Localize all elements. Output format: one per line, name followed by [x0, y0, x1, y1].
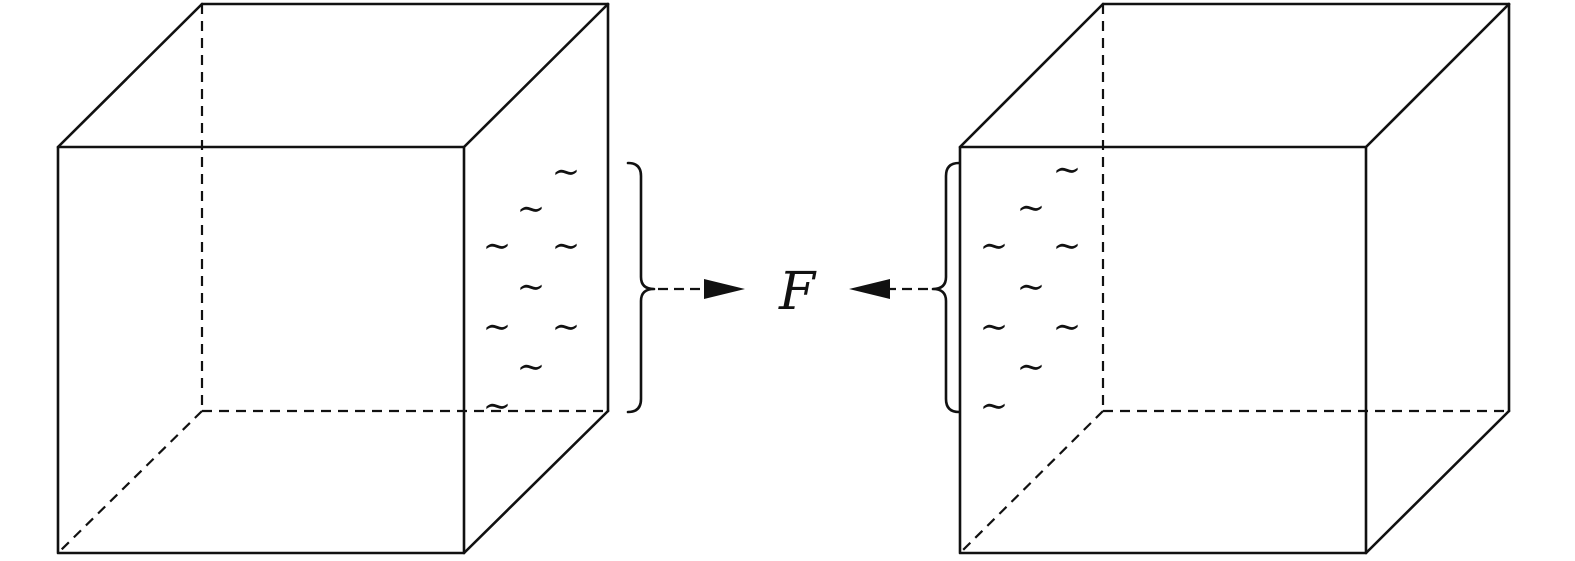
left-tilde: ∼: [483, 226, 512, 266]
left-tilde: ∼: [517, 267, 546, 307]
left-tilde: ∼: [483, 307, 512, 347]
right-tilde: ∼: [1017, 347, 1046, 387]
right-cube-front-face: [958, 145, 1368, 555]
right-tilde: ∼: [1053, 307, 1082, 347]
left-tilde: ∼: [483, 386, 512, 426]
left-surface-symbols: ∼ ∼ ∼ ∼ ∼ ∼ ∼ ∼ ∼: [483, 152, 581, 426]
left-cube-bottom-right-edge: [462, 409, 610, 555]
left-tilde: ∼: [517, 189, 546, 229]
right-cube-top-left-edge: [958, 2, 1105, 149]
right-tilde: ∼: [1053, 226, 1082, 266]
left-tilde: ∼: [552, 152, 581, 192]
right-tilde: ∼: [1053, 150, 1082, 190]
left-force-arrow: [658, 279, 745, 299]
right-force-arrow: [849, 279, 930, 299]
right-tilde: ∼: [1017, 188, 1046, 228]
left-tilde: ∼: [552, 307, 581, 347]
left-cube-top-left-edge: [56, 2, 204, 149]
left-arrowhead: [704, 279, 745, 299]
right-tilde: ∼: [980, 226, 1009, 266]
right-arrowhead: [849, 279, 890, 299]
right-brace: [931, 161, 961, 414]
right-cube-hidden-diagonal: [959, 410, 1104, 554]
left-cube-hidden-diagonal: [57, 410, 203, 554]
right-cube-bottom-right-edge: [1364, 409, 1511, 555]
right-cube-top-right-edge: [1364, 2, 1511, 149]
left-cube: [56, 2, 610, 555]
right-tilde: ∼: [980, 307, 1009, 347]
right-cube: [958, 2, 1511, 555]
right-surface-symbols: ∼ ∼ ∼ ∼ ∼ ∼ ∼ ∼ ∼: [980, 150, 1082, 426]
left-cube-front-face: [56, 145, 466, 555]
left-tilde: ∼: [517, 347, 546, 387]
force-label: F: [778, 262, 817, 322]
left-cube-top-right-edge: [462, 2, 610, 149]
left-brace: [626, 161, 656, 414]
right-tilde: ∼: [1017, 267, 1046, 307]
right-tilde: ∼: [980, 386, 1009, 426]
left-tilde: ∼: [552, 226, 581, 266]
